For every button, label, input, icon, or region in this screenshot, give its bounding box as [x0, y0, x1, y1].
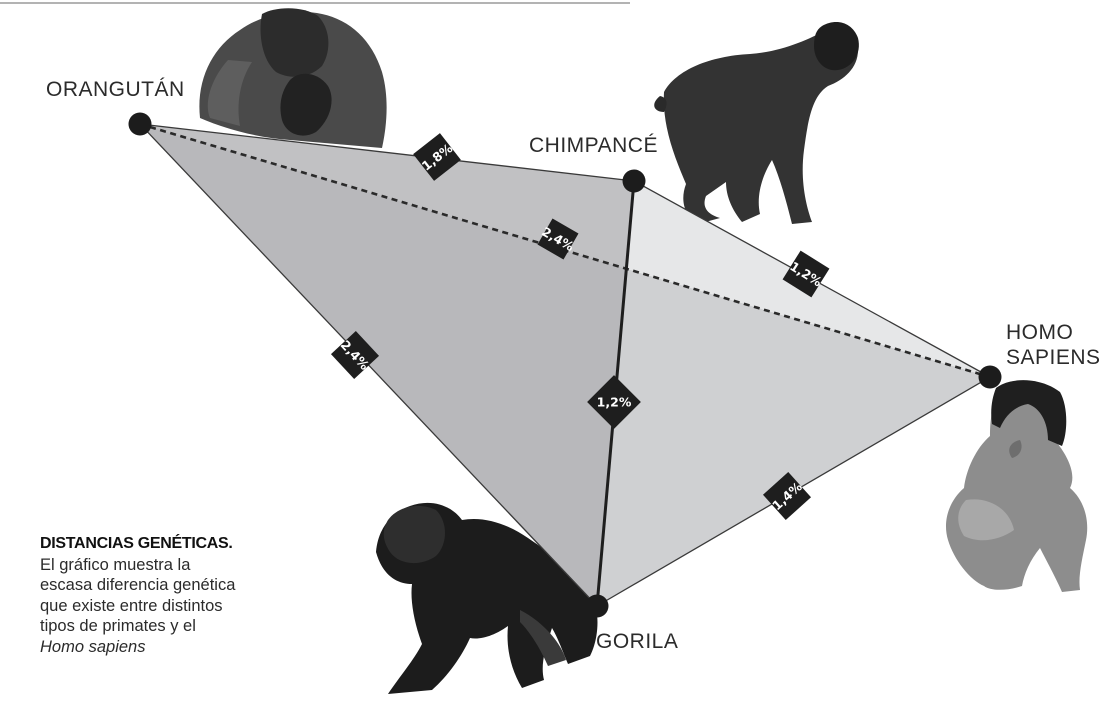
caption: DISTANCIAS GENÉTICAS. El gráfico muestra…	[40, 533, 240, 657]
svg-text:1,2%: 1,2%	[597, 395, 632, 410]
label-homo-sapiens: HOMO SAPIENS	[1006, 320, 1101, 370]
label-homo-line2: SAPIENS	[1006, 346, 1101, 369]
label-orangutan: ORANGUTÁN	[46, 78, 185, 101]
caption-title: DISTANCIAS GENÉTICAS.	[40, 535, 233, 552]
label-chimpance: CHIMPANCÉ	[529, 134, 658, 157]
caption-italic: Homo sapiens	[40, 637, 146, 656]
label-homo-line1: HOMO	[1006, 321, 1074, 344]
badge-orangutan-gorila: 2,4%	[330, 330, 380, 380]
node-homo-sapiens	[978, 365, 1002, 389]
label-gorila: GORILA	[596, 630, 679, 653]
badge-gorila-homo: 1,4%	[762, 471, 812, 521]
node-orangutan	[128, 112, 152, 136]
chimpanzee-image	[654, 22, 859, 224]
node-gorila	[585, 594, 609, 618]
badge-chimpance-homo: 1,2%	[782, 250, 830, 298]
badge-orangutan-chimpance: 1,8%	[413, 133, 461, 181]
face-orangutan-chimpance-gorila	[140, 124, 634, 606]
edge-orangutan-chimpance	[139, 123, 635, 182]
homo-sapiens-image	[945, 380, 1088, 592]
node-chimpance	[622, 169, 646, 193]
gorilla-image	[376, 502, 598, 694]
caption-body: El gráfico muestra la escasa diferencia …	[40, 555, 236, 636]
orangutan-image	[199, 8, 387, 149]
